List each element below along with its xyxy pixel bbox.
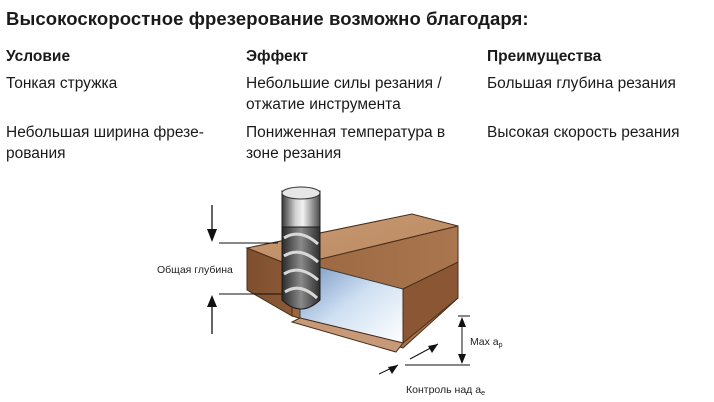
cell-condition-1: Тонкая стружка [6, 75, 118, 92]
cell-effect-2: Пониженная температура в зоне резания [246, 124, 446, 162]
total-depth-dimension: Общая глубина [157, 205, 282, 334]
cell-benefit-2: Высокая скорость резания [487, 124, 680, 141]
header-effect: Эффект [246, 48, 308, 65]
header-benefits: Преимущества [487, 48, 602, 65]
cell-condition-2: Небольшая ширина фрезе-рования [6, 124, 204, 162]
workpiece-block [245, 213, 459, 353]
cell-effect-1: Небольшие силы резания / отжатие инструм… [246, 75, 442, 113]
header-condition: Условие [6, 48, 71, 65]
end-mill-tool [281, 186, 321, 310]
page-title: Высокоскоростное фрезерование возможно б… [6, 8, 529, 29]
control-ae-dimension: Контроль над ae [378, 343, 485, 397]
control-ae-label: Контроль над ae [406, 384, 485, 397]
total-depth-label: Общая глубина [157, 264, 233, 276]
cell-benefit-1: Большая глубина резания [487, 75, 676, 92]
max-ap-label: Max ap [470, 336, 503, 349]
max-ap-dimension: Max ap [405, 315, 503, 366]
